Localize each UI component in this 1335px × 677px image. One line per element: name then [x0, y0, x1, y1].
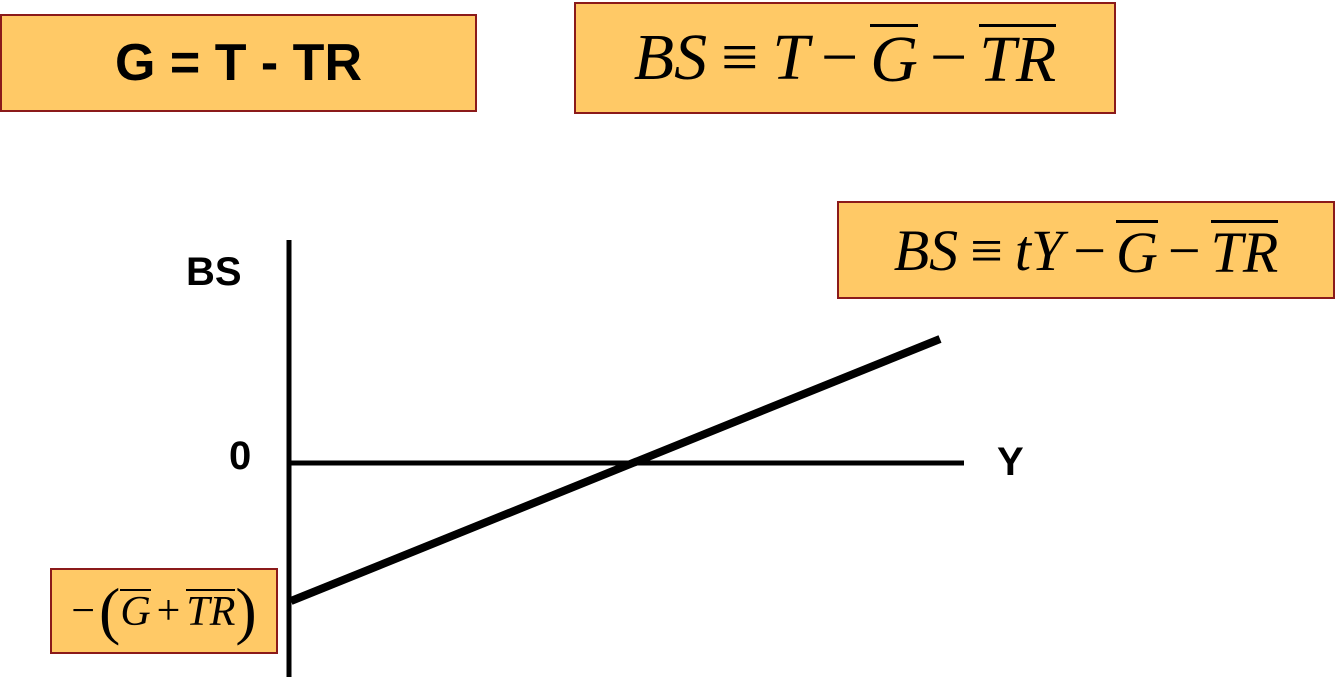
- x-axis-label: Y: [997, 440, 1024, 484]
- budget-function-minus-2: −: [1167, 217, 1201, 283]
- budget-identity-equiv: ≡: [721, 21, 759, 94]
- budget-function-box: BS ≡ tY − G − TR: [837, 201, 1335, 299]
- intercept-label-box: − ( G + TR ): [50, 568, 278, 654]
- budget-function-term-ty: tY: [1014, 217, 1064, 283]
- budget-identity-term-t: T: [772, 21, 810, 94]
- intercept-minus: −: [71, 588, 95, 634]
- intercept-term-tr: TR: [186, 589, 236, 636]
- budget-identity-minus-2: −: [929, 21, 968, 94]
- budget-function-term-tr: TR: [1210, 219, 1279, 285]
- budget-function-term-g: G: [1115, 219, 1158, 285]
- budget-function-minus-1: −: [1073, 217, 1106, 283]
- intercept-open-paren: (: [99, 575, 121, 646]
- budget-identity-minus-1: −: [821, 21, 859, 94]
- intercept-term-g: G: [120, 589, 151, 636]
- budget-identity-term-tr: TR: [979, 23, 1057, 97]
- budget-identity-lhs: BS: [633, 21, 708, 94]
- intercept-close-paren: ): [235, 575, 257, 646]
- budget-identity-box: BS ≡ T − G − TR: [574, 2, 1116, 114]
- intercept-plus: +: [156, 588, 181, 634]
- budget-function-equiv: ≡: [970, 217, 1003, 283]
- budget-function-lhs: BS: [893, 217, 959, 283]
- identity-equation-text: G = T - TR: [115, 34, 362, 92]
- budget-identity-term-g: G: [870, 23, 918, 97]
- budget-surplus-line: [289, 335, 942, 605]
- identity-equation-box: G = T - TR: [0, 14, 477, 112]
- y-axis-label: BS: [186, 250, 242, 294]
- zero-label: 0: [229, 434, 252, 478]
